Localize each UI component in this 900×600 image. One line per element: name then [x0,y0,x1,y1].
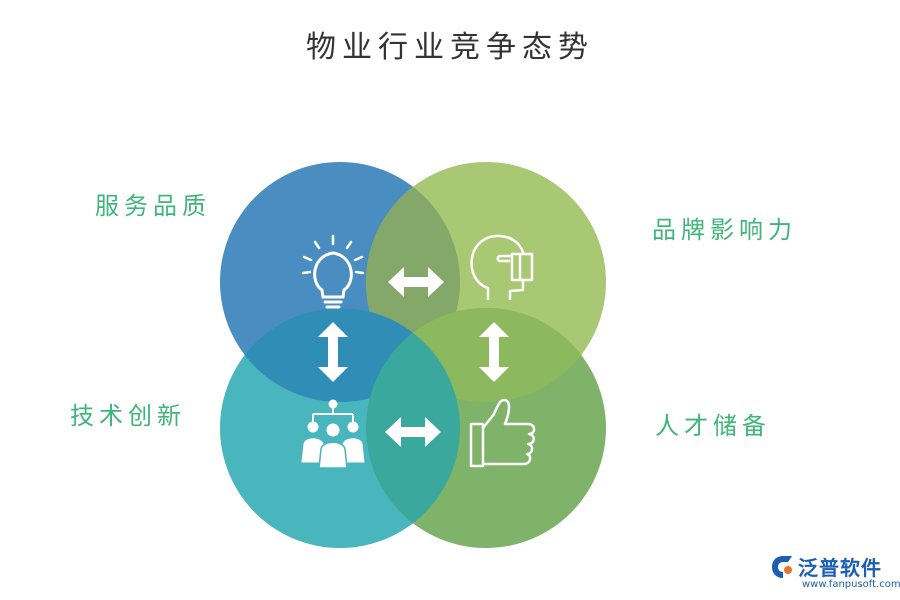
vertical-arrow-left-icon [318,322,348,382]
horizontal-arrow-top-icon [388,267,444,297]
label-tech-innovation: 技术创新 [70,402,186,430]
watermark-name: 泛普软件 [798,556,882,580]
label-brand-influence: 品牌影响力 [652,216,797,244]
overlap-bottom [366,308,460,548]
page-title: 物业行业竞争态势 [306,30,594,65]
thumbs-up-icon [469,398,536,468]
watermark-url: www.fanpusoft.com [802,579,900,590]
vertical-arrow-right-icon [479,322,509,382]
label-service-quality: 服务品质 [95,192,211,220]
horizontal-arrow-bottom-icon [385,417,441,447]
fanpu-logo-icon [772,556,792,578]
lightbulb-icon [301,234,365,309]
head-thumbs-up-icon [470,234,534,300]
label-talent-reserve: 人才储备 [655,412,771,440]
watermark: 泛普软件 www.fanpusoft.com [770,552,900,594]
team-network-icon [301,399,365,469]
